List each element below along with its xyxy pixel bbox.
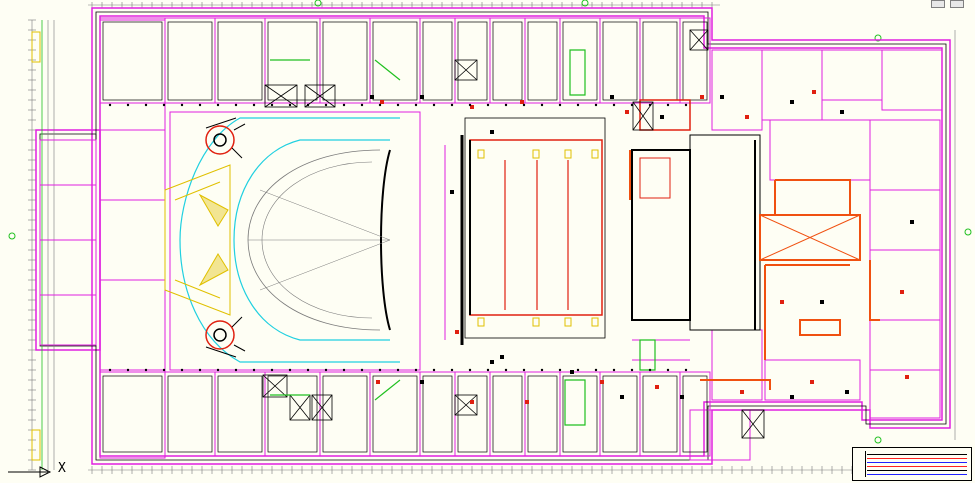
- stage: [444, 117, 606, 345]
- room-partitions: [39, 17, 943, 461]
- title-block-logo: [856, 451, 866, 477]
- backstage: [631, 99, 761, 361]
- title-block: [852, 447, 972, 481]
- room-black-partitions: [102, 21, 708, 453]
- spiral-stair-north: [205, 117, 246, 159]
- x-axis-label: X: [58, 461, 66, 476]
- east-fire-zone: [629, 150, 880, 390]
- ucs-icon: [8, 466, 52, 478]
- restore-button[interactable]: [950, 0, 964, 8]
- minimize-button[interactable]: [931, 0, 945, 8]
- spiral-stair-south: [205, 316, 246, 358]
- service-cores: [262, 29, 765, 439]
- dimension-lines: [31, 4, 956, 471]
- west-facade-lines: [31, 20, 55, 470]
- lobby: [164, 164, 231, 316]
- axis-markers: [8, 0, 972, 444]
- fixtures: [108, 90, 914, 404]
- auditorium: [169, 111, 421, 371]
- green-accents: [270, 49, 656, 426]
